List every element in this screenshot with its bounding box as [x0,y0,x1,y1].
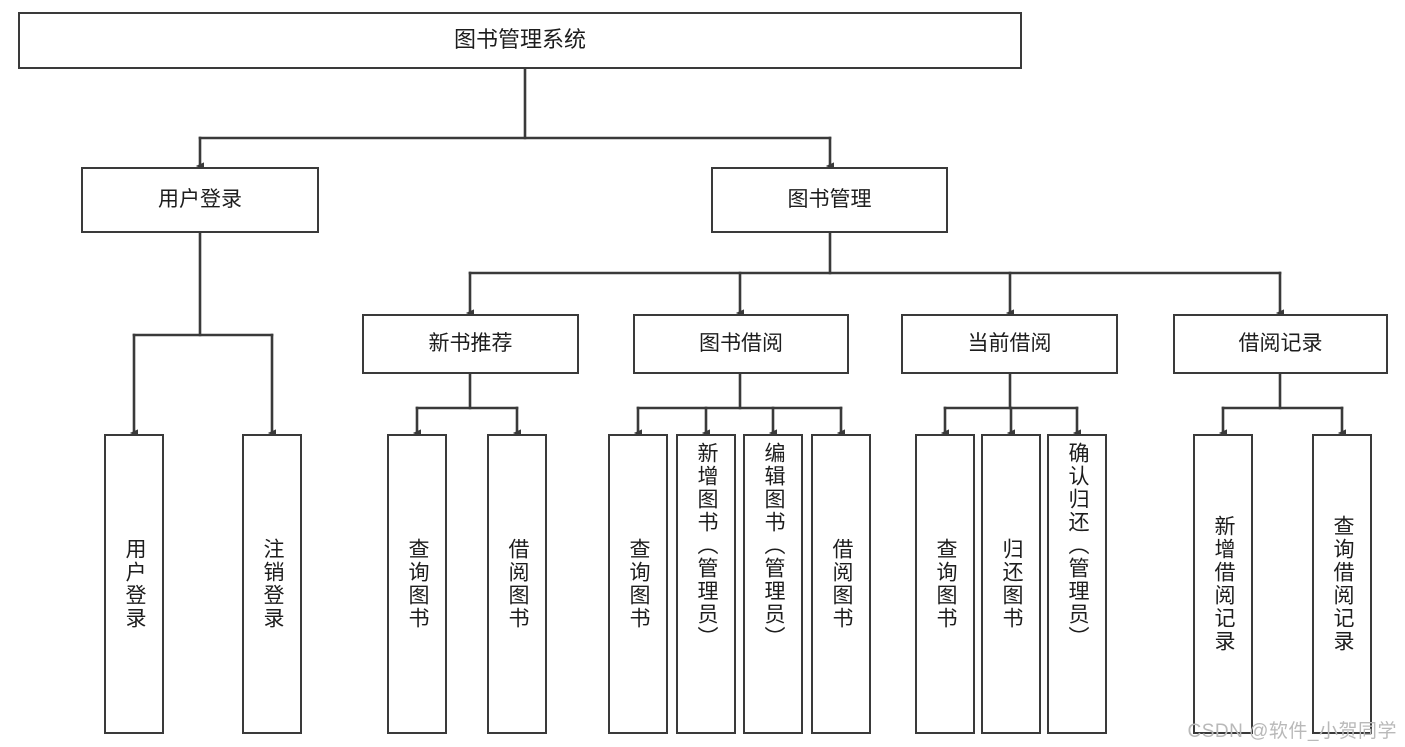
leaf-text-wrap: 查询图书 [389,436,445,732]
leaf-text-wrap: 用户登录 [106,436,162,732]
node-leaf-user-login[interactable]: 用户登录 [104,434,164,734]
node-leaf-borrow-book-1-label: 借阅图书 [506,538,530,630]
leaf-text-wrap: 借阅图书 [489,436,545,732]
node-user-login-label: 用户登录 [158,187,242,211]
node-new-book-rec[interactable]: 新书推荐 [362,314,579,374]
node-root-label: 图书管理系统 [453,27,586,53]
node-leaf-borrow-book-1[interactable]: 借阅图书 [487,434,547,734]
leaf-text-wrap: 查询图书 [610,436,666,732]
node-book-manage-label: 图书管理 [787,187,872,211]
node-leaf-query-book-2-label: 查询图书 [627,538,651,630]
leaf-text-wrap: 借阅图书 [813,436,869,732]
leaf-text-wrap: 查询图书 [917,436,973,732]
node-leaf-return-book-label: 归还图书 [1000,538,1024,630]
node-leaf-query-record[interactable]: 查询借阅记录 [1312,434,1372,734]
node-leaf-query-book-3[interactable]: 查询图书 [915,434,975,734]
leaf-text-wrap: 查询借阅记录 [1314,436,1370,732]
node-book-borrow-label: 图书借阅 [699,331,783,355]
node-new-book-rec-label: 新书推荐 [428,331,513,355]
leaf-text-wrap: 注销登录 [244,436,300,732]
node-leaf-logout-label: 注销登录 [261,538,285,630]
node-leaf-return-book[interactable]: 归还图书 [981,434,1041,734]
node-leaf-add-book[interactable]: 新增图书（管理员） [676,434,736,734]
node-leaf-query-book-3-label: 查询图书 [934,538,958,630]
node-leaf-logout[interactable]: 注销登录 [242,434,302,734]
node-leaf-query-record-label: 查询借阅记录 [1331,515,1355,653]
csdn-watermark: CSDN @软件_小贺同学 [1187,721,1397,742]
leaf-text-wrap: 归还图书 [983,436,1039,732]
node-book-borrow[interactable]: 图书借阅 [633,314,849,374]
leaf-text-wrap: 新增图书（管理员） [678,436,734,732]
node-user-login[interactable]: 用户登录 [81,167,319,233]
leaf-text-wrap: 编辑图书（管理员） [745,436,801,732]
node-current-borrow-label: 当前借阅 [967,331,1052,355]
leaf-text-wrap: 确认归还（管理员） [1049,436,1105,732]
node-leaf-query-book-1-label: 查询图书 [406,538,430,630]
node-leaf-edit-book[interactable]: 编辑图书（管理员） [743,434,803,734]
node-leaf-add-record[interactable]: 新增借阅记录 [1193,434,1253,734]
node-leaf-confirm-return-label: 确认归还（管理员） [1066,442,1090,649]
node-leaf-add-book-label: 新增图书（管理员） [695,442,719,649]
node-root[interactable]: 图书管理系统 [18,12,1022,69]
node-leaf-confirm-return[interactable]: 确认归还（管理员） [1047,434,1107,734]
leaf-text-wrap: 新增借阅记录 [1195,436,1251,732]
node-leaf-user-login-label: 用户登录 [123,538,147,630]
node-leaf-query-book-1[interactable]: 查询图书 [387,434,447,734]
node-leaf-borrow-book-2[interactable]: 借阅图书 [811,434,871,734]
node-current-borrow[interactable]: 当前借阅 [901,314,1118,374]
node-leaf-query-book-2[interactable]: 查询图书 [608,434,668,734]
node-borrow-record[interactable]: 借阅记录 [1173,314,1388,374]
node-leaf-borrow-book-2-label: 借阅图书 [830,538,854,630]
node-leaf-add-record-label: 新增借阅记录 [1212,515,1236,653]
node-book-manage[interactable]: 图书管理 [711,167,948,233]
node-leaf-edit-book-label: 编辑图书（管理员） [762,442,786,649]
node-borrow-record-label: 借阅记录 [1238,331,1323,355]
